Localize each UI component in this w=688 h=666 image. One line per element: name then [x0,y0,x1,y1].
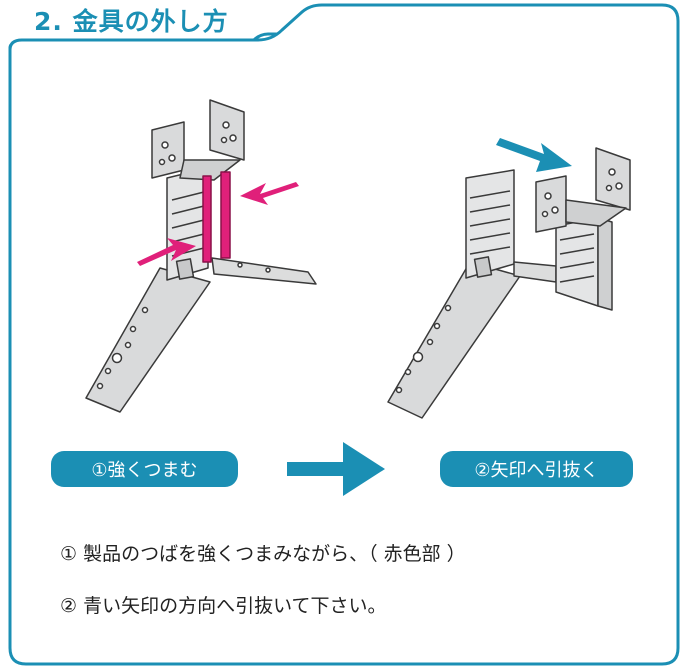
instruction-line-2: ② 青い矢印の方向へ引抜いて下さい。 [60,595,387,617]
bracket-assembled-illustration [85,99,317,413]
squeeze-arrow-icon [137,182,299,266]
step-1-label: ①強くつまむ [51,451,238,487]
section-title: 2. 金具の外し方 [34,7,229,36]
bracket-separated-illustration [387,147,631,419]
next-step-arrow-icon [287,442,385,496]
instruction-line-1: ① 製品のつばを強くつまみながら、（ 赤色部 ） [60,543,466,565]
pull-arrow-icon [496,138,572,172]
step-2-label: ②矢印へ引抜く [440,451,633,487]
instruction-list: ① 製品のつばを強くつまみながら、（ 赤色部 ） ② 青い矢印の方向へ引抜いて下… [60,532,466,636]
